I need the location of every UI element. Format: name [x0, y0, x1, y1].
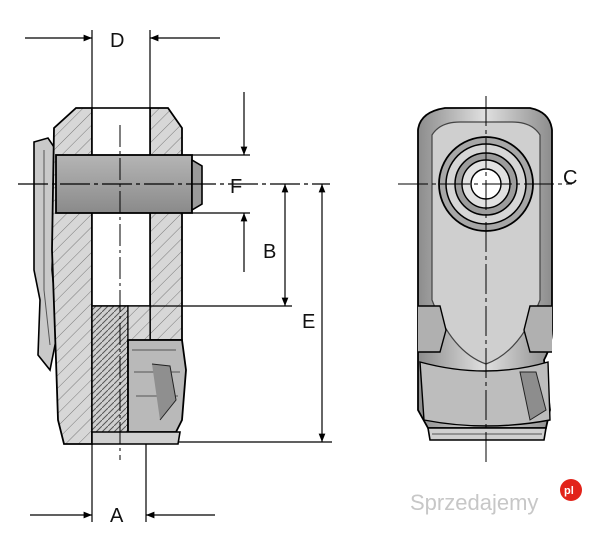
watermark: Sprzedajemy pl — [410, 479, 582, 515]
dimension-lines — [18, 30, 332, 522]
watermark-badge — [560, 479, 582, 501]
threaded-bore — [91, 305, 129, 441]
label-d: D — [110, 30, 124, 52]
dimension-labels: D F B E A C — [110, 30, 577, 527]
label-e: E — [302, 311, 315, 333]
watermark-badge-text: pl — [564, 485, 574, 497]
clevis-right-arm — [149, 107, 183, 341]
left-section-view — [33, 107, 203, 460]
watermark-text: Sprzedajemy — [410, 490, 538, 515]
label-a: A — [110, 505, 124, 527]
label-c: C — [563, 167, 577, 189]
label-f: F — [230, 176, 242, 198]
right-side-view — [398, 96, 572, 462]
label-b: B — [263, 241, 276, 263]
